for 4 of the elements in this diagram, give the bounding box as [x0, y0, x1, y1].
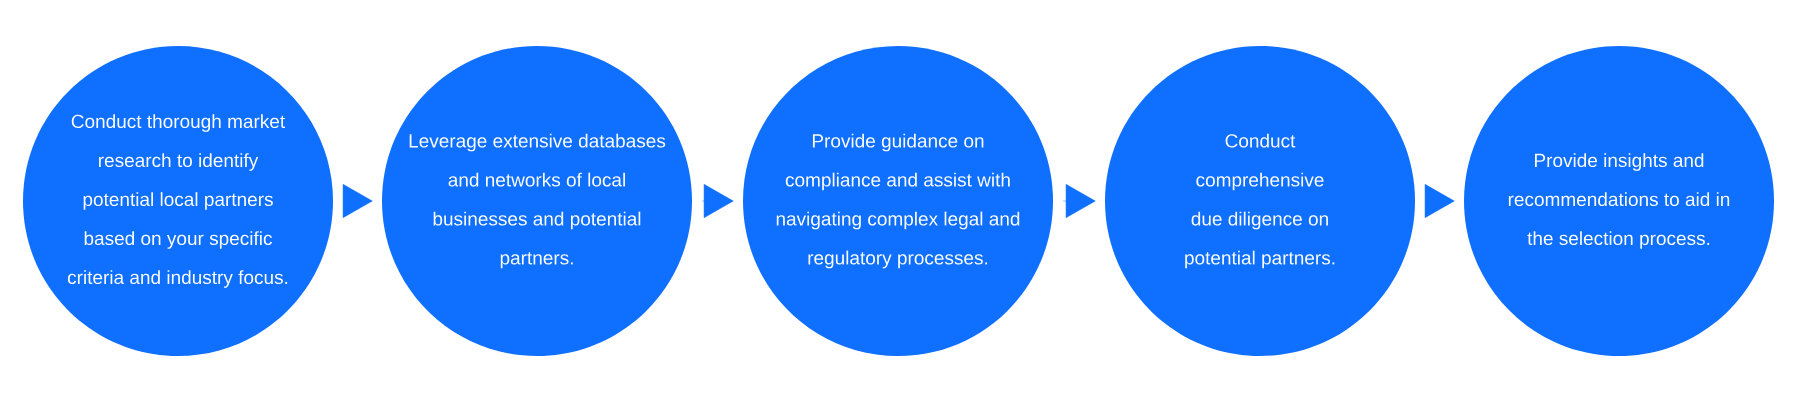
arrow: [342, 184, 373, 218]
arrow: [1424, 184, 1455, 218]
arrow: [1062, 184, 1096, 218]
arrow: [701, 184, 734, 218]
